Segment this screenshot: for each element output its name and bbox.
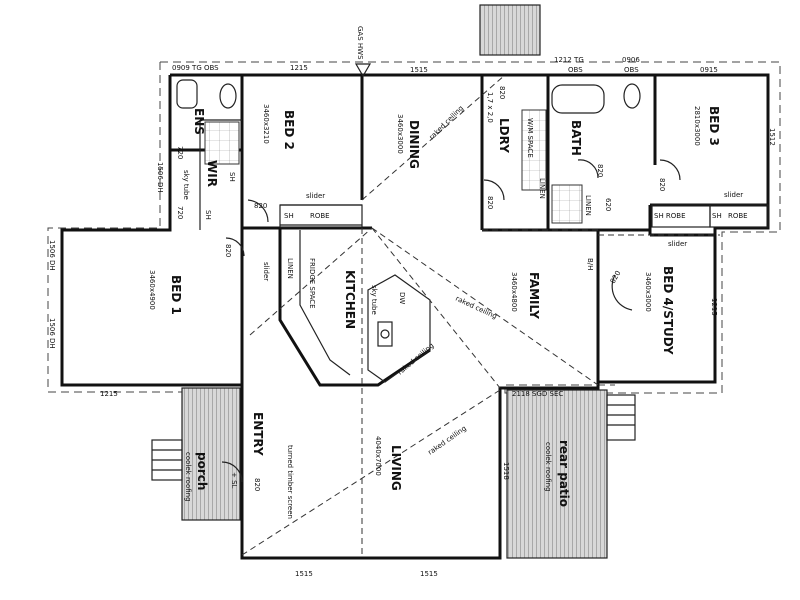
ldry-label: LDRY [497, 118, 511, 153]
door-720-a: 720 [176, 146, 184, 159]
ens-toilet [219, 83, 237, 109]
window-1515-bottom-b: 1515 [420, 570, 438, 578]
roof-eave-line [160, 61, 781, 394]
top-steps [479, 4, 541, 56]
dw-label: DW [398, 292, 406, 304]
robe-bed3: ROBE [728, 212, 748, 220]
bed2-label: BED 2 [282, 110, 296, 150]
wm-space: W/M SPACE [526, 118, 534, 158]
door-820-bed2: 820 [254, 202, 267, 210]
raked-ceiling-1: raked ceiling [428, 104, 465, 141]
linen-bath: LINEN [584, 195, 592, 216]
door-820-ldry: 820 [486, 196, 494, 209]
bath-toilet [623, 83, 641, 109]
porch-step: + SL [230, 472, 238, 489]
ens-label: ENS [192, 108, 206, 135]
door-620-bath: 620 [604, 198, 612, 211]
bed4-label: BED 4/STUDY [661, 266, 675, 355]
gas-hws-label: GAS HWS [356, 26, 364, 60]
sky-tube-kitchen: sky tube [370, 285, 378, 315]
dining-label: DINING [407, 120, 421, 169]
bed2-dim: 3460x3210 [262, 104, 270, 144]
sh-wir: SH [204, 210, 212, 220]
patio-steps [606, 394, 636, 441]
bed1-dim: 3460x4900 [148, 270, 156, 310]
ens-shower [204, 121, 240, 165]
living-label: LIVING [389, 445, 403, 491]
bath-label: BATH [569, 120, 583, 156]
window-1506-b: 1506 DH [48, 318, 56, 349]
bathtub [551, 84, 605, 114]
wir-label: WIR [205, 160, 219, 187]
rear-patio-area [506, 389, 608, 559]
kitchen-label: KITCHEN [343, 270, 357, 329]
bed4-dim: 3460x3000 [644, 272, 652, 312]
window-0915: 0915 [700, 66, 718, 74]
bath-shower [551, 184, 583, 224]
dining-dim: 3460x3000 [396, 114, 404, 154]
sh-ens: SH [228, 172, 236, 182]
bed3-dim: 2810x3000 [693, 106, 701, 146]
slider-bed4: slider [668, 240, 687, 248]
ldry-dim: 1,7 x 2,0 [486, 92, 494, 123]
bed1-label: BED 1 [169, 275, 183, 315]
kitchen-island [367, 274, 431, 383]
slider-bed2: slider [306, 192, 325, 200]
door-820-bed3: 820 [658, 178, 666, 191]
door-820-entry: 820 [253, 478, 261, 491]
entry-label: ENTRY [251, 412, 265, 456]
bh-label: B/H [586, 258, 594, 270]
raked-ceiling-2: raked ceiling [454, 295, 498, 321]
robe-bed2: ROBE [310, 212, 330, 220]
ldry-floor [521, 109, 547, 191]
window-0906: 0906 [622, 56, 640, 64]
window-1515-top: 1515 [410, 66, 428, 74]
window-1215-right: 1215 [710, 298, 718, 316]
window-obs-1: OBS [568, 66, 583, 74]
sh-bed2: SH [284, 212, 294, 220]
porch-sub: coolek roofing [184, 452, 192, 502]
raked-ceiling-4: raked ceiling [427, 424, 468, 456]
sh-robe-bed4: SH ROBE [654, 212, 686, 220]
door-820-bath: 820 [596, 164, 604, 177]
window-1506-top: 1506 DH [156, 162, 164, 193]
window-obs-2: OBS [624, 66, 639, 74]
family-dim: 3460x4800 [510, 272, 518, 312]
raked-ceiling-3: raked ceiling [396, 342, 435, 377]
living-dim: 4040x7000 [374, 436, 382, 476]
porch-label: porch [195, 452, 209, 490]
linen-ldry: LINEN [538, 178, 546, 199]
window-1215-bottom: 1215 [100, 390, 118, 398]
rear-patio-sub: coolek roofing [544, 442, 552, 492]
bed3-label: BED 3 [707, 106, 721, 146]
family-label: FAMILY [527, 272, 541, 319]
window-1512: 1512 [768, 128, 776, 146]
turned-screen: turned timber screen [286, 445, 294, 519]
bed4-robe [651, 204, 711, 228]
sgd-label: 2118 SGD SEC [512, 390, 563, 398]
slider-bed1: slider [262, 262, 270, 281]
door-820-bed1: 820 [224, 244, 232, 257]
window-1215-top: 1215 [290, 64, 308, 72]
window-1518: 1518 [502, 462, 510, 480]
porch-area [181, 387, 241, 521]
bed2-robe [279, 204, 363, 228]
roof-eave-line-left [47, 62, 185, 393]
window-1506-a: 1506 DH [48, 240, 56, 271]
door-820-ldry2: 820 [498, 86, 506, 99]
window-1212: 1212 TG [554, 56, 584, 64]
rear-patio-label: rear patio [557, 440, 571, 507]
linen-label: LINEN [286, 258, 294, 279]
window-0909: 0909 TG OBS [172, 64, 219, 72]
door-720-b: 720 [176, 206, 184, 219]
sh-bed3: SH [712, 212, 722, 220]
door-820-bed4: 820 [609, 269, 623, 285]
slider-bed3: slider [724, 191, 743, 199]
fridge-space: FRIDGE SPACE [308, 258, 316, 309]
sky-tube-ens: sky tube [182, 170, 190, 200]
window-1515-bottom-a: 1515 [295, 570, 313, 578]
